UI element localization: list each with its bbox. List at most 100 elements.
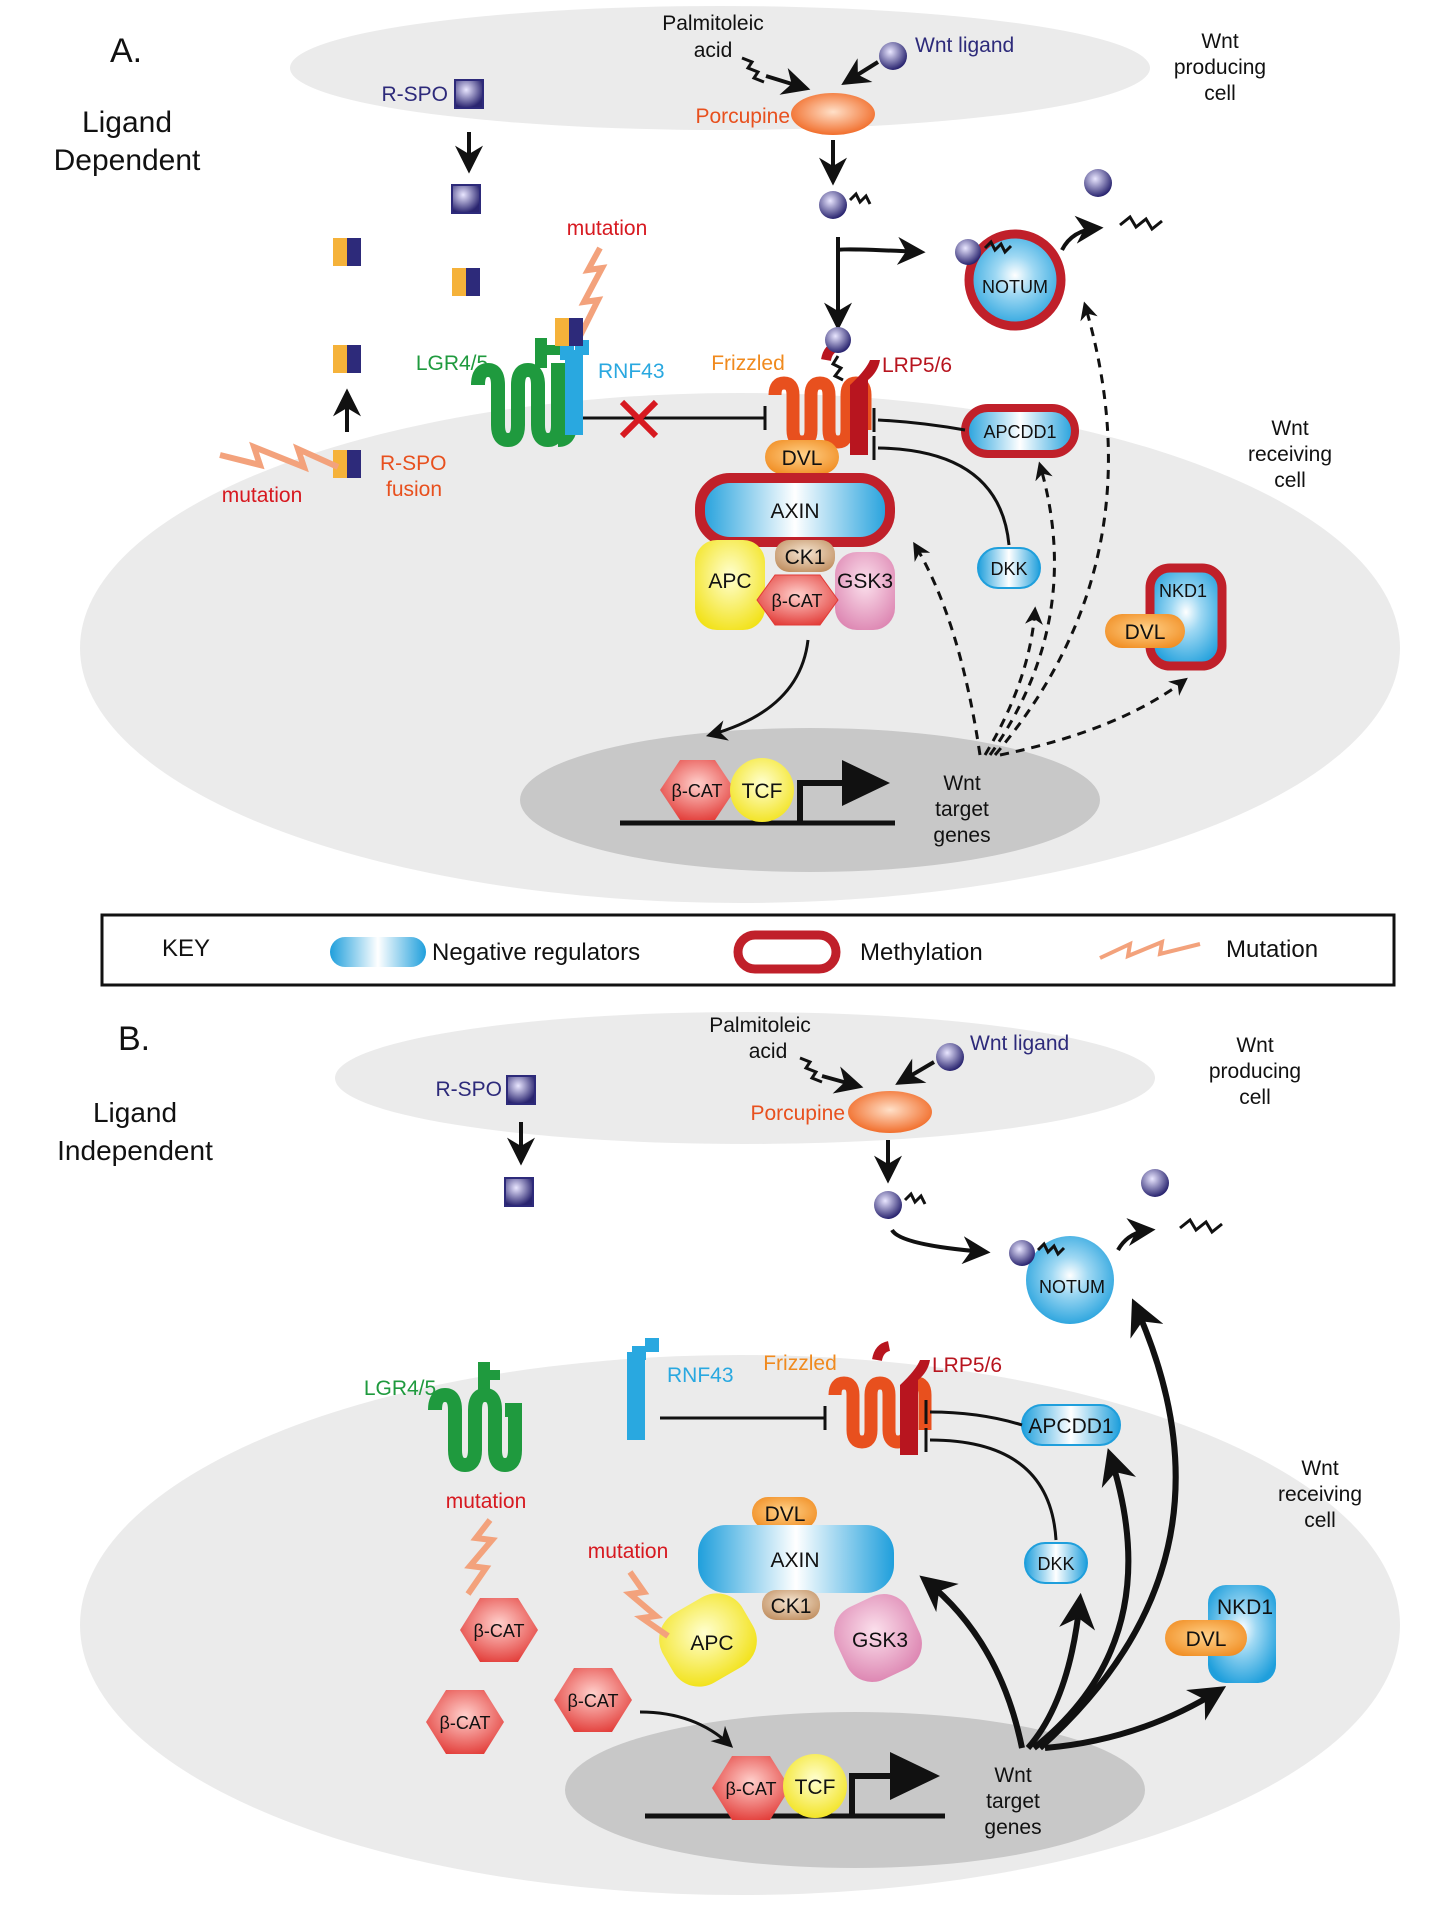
- lrp-receptor-b: [900, 1360, 930, 1455]
- porcupine-label: Porcupine: [695, 105, 790, 128]
- notum-lipid-icon: [983, 239, 1013, 255]
- producing-cell-label-1: Wnt: [1201, 30, 1239, 53]
- gsk3-icon-a: [835, 552, 895, 630]
- rnf43-label-a: RNF43: [598, 360, 665, 383]
- dkk-label-b: DKK: [1037, 1554, 1074, 1574]
- ck1-label-b: CK1: [771, 1595, 812, 1618]
- panel-b-label: B.: [118, 1020, 150, 1058]
- panel-b: B. Ligand Independent Wnt producing cell…: [57, 1012, 1400, 1895]
- rnf43-receptor-b: [627, 1338, 659, 1440]
- rspo-label-b: R-SPO: [435, 1078, 502, 1101]
- wnt-ligand-label: Wnt ligand: [915, 34, 1014, 57]
- nkd1-dvl-icon-a: [1105, 614, 1185, 648]
- arrow-bcat-to-nucleus-a: [705, 639, 810, 741]
- arrow-to-notum-a: [836, 236, 926, 265]
- apc-mutation-icon: [622, 1570, 670, 1639]
- rspo-fusion-label-2: fusion: [386, 478, 442, 501]
- palmitoylated-wnt-icon: [819, 191, 847, 219]
- apcdd1-label-b: APCDD1: [1028, 1415, 1113, 1438]
- tcf-label-b: TCF: [795, 1776, 836, 1799]
- arrow-notum-release-a: [1060, 215, 1104, 251]
- blocked-x-icon: [619, 399, 659, 439]
- legend-methylation-label: Methylation: [860, 939, 983, 966]
- target-genes-label-a-3: genes: [933, 824, 990, 847]
- promoter-line-b: [849, 1773, 900, 1816]
- gsk3-label-b: GSK3: [852, 1629, 908, 1652]
- rspo-fusion-icon-a-1: [452, 268, 480, 296]
- rspo-fusion-mutation-label: mutation: [222, 484, 303, 507]
- legend-negative-label: Negative regulators: [432, 939, 640, 966]
- lgr-receptor-b: [428, 1362, 522, 1473]
- ck1-label-a: CK1: [785, 546, 826, 569]
- panel-a-mode-1: Ligand: [82, 106, 172, 139]
- palmitoleic-acid-chain: [741, 56, 765, 84]
- bcat-mutation-label: mutation: [446, 1490, 527, 1513]
- arrow-wnt-to-porcupine: [841, 58, 880, 85]
- producing-cell-label-3: cell: [1204, 82, 1236, 105]
- rspo-fusion-icon-a-2: [333, 238, 361, 266]
- rspo-icon-a-2: [451, 184, 481, 214]
- rspo-fusion-label-1: R-SPO: [380, 452, 447, 475]
- gsk3-label-a: GSK3: [837, 570, 893, 593]
- frizzled-label-b: Frizzled: [763, 1352, 837, 1375]
- dvl-icon-b: [752, 1497, 817, 1529]
- apcdd1-label-a: APCDD1: [983, 422, 1056, 442]
- arrow-bcat-to-nucleus-b: [639, 1710, 734, 1748]
- rspo-fusion-icon-a-3: [333, 345, 361, 373]
- bcat-icon-a-complex: [756, 574, 839, 626]
- target-genes-label-b-3: genes: [984, 1816, 1041, 1839]
- free-lipid-b: [1179, 1217, 1223, 1235]
- arrow-to-notum-b: [890, 1228, 991, 1265]
- dkk-inhibit-line-a: [877, 446, 1011, 546]
- rspo-icon-b-2: [504, 1177, 534, 1207]
- free-wnt-a: [1084, 169, 1112, 197]
- legend-methylation-icon: [733, 930, 841, 974]
- nkd1-label-a: NKD1: [1159, 581, 1207, 601]
- frizzled-receptor-a: [768, 376, 872, 449]
- panel-a: A. Ligand Dependent Wnt producing cell W…: [54, 6, 1400, 903]
- dkk-label-a: DKK: [990, 559, 1027, 579]
- free-wnt-b: [1141, 1169, 1169, 1197]
- wnt-ligand-b-label: Wnt ligand: [970, 1032, 1069, 1055]
- rnf43-label-b: RNF43: [667, 1364, 734, 1387]
- producing-cell-b-label-3: cell: [1239, 1086, 1271, 1109]
- palmitoleic-label-2: acid: [694, 39, 733, 62]
- tcf-icon-b: [783, 1754, 847, 1818]
- nkd1-dvl-icon-b: [1165, 1620, 1247, 1656]
- palmitoleic-b-label-1: Palmitoleic: [709, 1014, 811, 1037]
- rspo-fusion-mutation-icon: [219, 441, 340, 473]
- wnt-bound-notum-a: [955, 239, 981, 265]
- apcdd1-methylated-a: [961, 404, 1079, 458]
- rspo-bound-rnf43: [555, 318, 583, 346]
- receptor-lipid-a: [830, 355, 844, 382]
- apc-label-a: APC: [708, 570, 751, 593]
- apcdd1-inhibit-line-b: [929, 1410, 1023, 1427]
- feedback-arrows-b: [919, 1298, 1227, 1751]
- bcat-free-3: [554, 1668, 632, 1732]
- bcat-icon-a-nucleus: [660, 760, 735, 820]
- notum-b: [1026, 1236, 1114, 1324]
- notum-lipid-b: [1036, 1241, 1066, 1257]
- rspo-icon-a: [454, 79, 484, 109]
- legend: KEY Negative regulators Methylation Muta…: [100, 913, 1396, 987]
- bcat-label-a-nucleus: β-CAT: [671, 781, 722, 801]
- rspo-icon-b: [506, 1075, 536, 1105]
- apcdd1-inhibit-line-a: [877, 418, 966, 432]
- notum-methylated-a: [964, 229, 1066, 331]
- producing-cell-b-label-1: Wnt: [1236, 1034, 1274, 1057]
- legend-title: KEY: [162, 935, 210, 962]
- free-lipid-a: [1119, 214, 1163, 232]
- bcat-free-1: [460, 1598, 538, 1662]
- receiving-cell-label-3: cell: [1274, 469, 1306, 492]
- legend-mutation-label: Mutation: [1226, 936, 1318, 963]
- receiving-cell-label-1: Wnt: [1271, 417, 1309, 440]
- palmitoleic-chain-b: [799, 1056, 823, 1084]
- gsk3-icon-b: [834, 1594, 922, 1682]
- producing-cell-a: [290, 6, 1150, 130]
- rnf43-mutation-icon: [575, 246, 608, 342]
- arrow-palm-to-porcupine: [765, 68, 811, 95]
- wnt-bound-notum-b: [1009, 1240, 1035, 1266]
- lipid-tail-b: [903, 1191, 927, 1205]
- porcupine-b-icon: [848, 1091, 932, 1133]
